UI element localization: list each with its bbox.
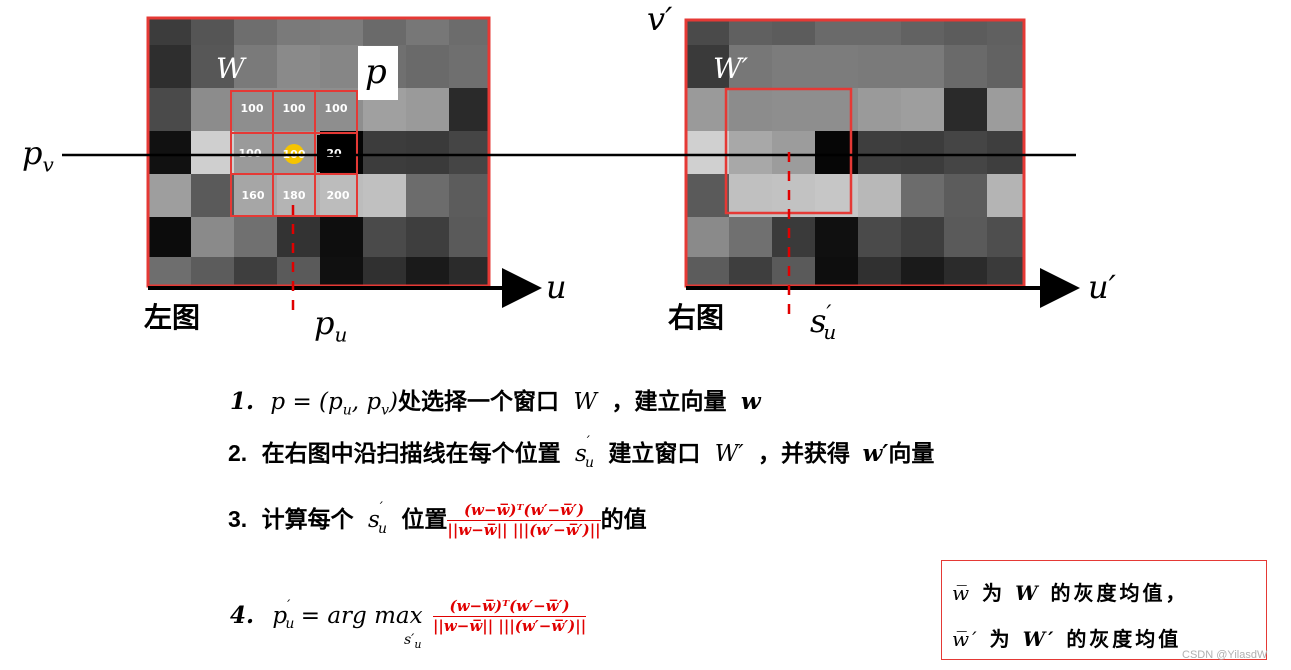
right-window-label: W′	[713, 52, 749, 85]
v-prime-label: v′	[647, 0, 673, 38]
step-number: 2.	[228, 440, 248, 466]
step-window: W′	[714, 441, 744, 467]
step-vector: w	[740, 388, 761, 415]
step-window: W	[573, 389, 598, 415]
step-text: 建立窗口	[608, 440, 701, 466]
step-2: 2. 在右图中沿扫描线在每个位置 s′u 建立窗口 W′ ，并获得 w′向量	[228, 434, 934, 471]
step-position: s′u	[574, 434, 594, 471]
pixel-value: 160	[242, 189, 265, 202]
pixel-value: 100	[241, 102, 264, 115]
step-4: 4. p′u = arg max s′u (w−w̅)ᵀ(w′−w̅′)||w−…	[230, 597, 587, 651]
pixel-value: 20	[326, 147, 342, 160]
left-image-caption: 左图	[144, 301, 201, 334]
step-math: p = (pu, pv)	[270, 389, 399, 419]
step-text: 向量	[888, 440, 935, 466]
step-lhs: p′u	[272, 598, 295, 633]
pixel-value: 180	[283, 189, 306, 202]
step-number: 4.	[230, 601, 255, 629]
pixel-value: 100	[283, 102, 306, 115]
step-text: ，并获得	[758, 440, 851, 466]
pixel-value: 100	[239, 147, 262, 160]
legend-line-1: w̅ 为 W 的灰度均值，	[952, 581, 1189, 605]
step-1: 1. p = (pu, pv)处选择一个窗口 W ，建立向量 w	[230, 382, 761, 419]
argmax: = arg max	[300, 602, 423, 629]
correlation-fraction: (w−w̅)ᵀ(w′−w̅′)||w−w̅|| |||(w′−w̅′)||	[447, 501, 601, 540]
watermark: CSDN @YilasdW	[1182, 649, 1268, 661]
point-label-box: p	[358, 46, 398, 100]
left-window-grid	[230, 90, 358, 217]
step-text: 计算每个	[261, 506, 354, 532]
u-axis-label: u	[546, 268, 567, 306]
point-label: p	[365, 52, 387, 92]
right-image-caption: 右图	[668, 301, 725, 334]
step-number: 1.	[230, 388, 255, 415]
su-label: s′u	[810, 302, 837, 345]
step-text: 位置	[401, 506, 448, 532]
mean-legend: w̅ 为 W 的灰度均值， w̅′ 为 W′ 的灰度均值	[941, 560, 1267, 660]
pixel-value: 200	[327, 189, 350, 202]
stereo-diagram: 100 100 100 100 100 20 160 180 200	[62, 16, 1080, 318]
pixel-values: 100 100 100 100 100 20 160 180 200	[239, 102, 350, 202]
left-window-label: W	[216, 52, 245, 85]
u-prime-axis-label: u′	[1088, 268, 1116, 306]
legend-line-2: w̅′ 为 W′ 的灰度均值	[952, 627, 1182, 651]
step-text: 的值	[600, 506, 647, 532]
pixel-value: 100	[325, 102, 348, 115]
left-image	[146, 16, 491, 288]
step-text: ，建立向量	[611, 388, 727, 414]
step-position: s′u	[367, 500, 387, 537]
argmax-sub: s′u	[404, 632, 422, 651]
step-vector: w′	[862, 440, 889, 467]
step-text: 处选择一个窗口	[398, 388, 560, 414]
correlation-fraction: (w−w̅)ᵀ(w′−w̅′)||w−w̅|| |||(w′−w̅′)||	[432, 597, 587, 636]
step-number: 3.	[228, 506, 248, 532]
right-image	[684, 18, 1026, 288]
step-text: 在右图中沿扫描线在每个位置	[261, 440, 561, 466]
pu-label: pu	[314, 304, 348, 347]
pv-label: pv	[22, 134, 54, 177]
step-3: 3. 计算每个 s′u 位置(w−w̅)ᵀ(w′−w̅′)||w−w̅|| ||…	[228, 500, 647, 540]
